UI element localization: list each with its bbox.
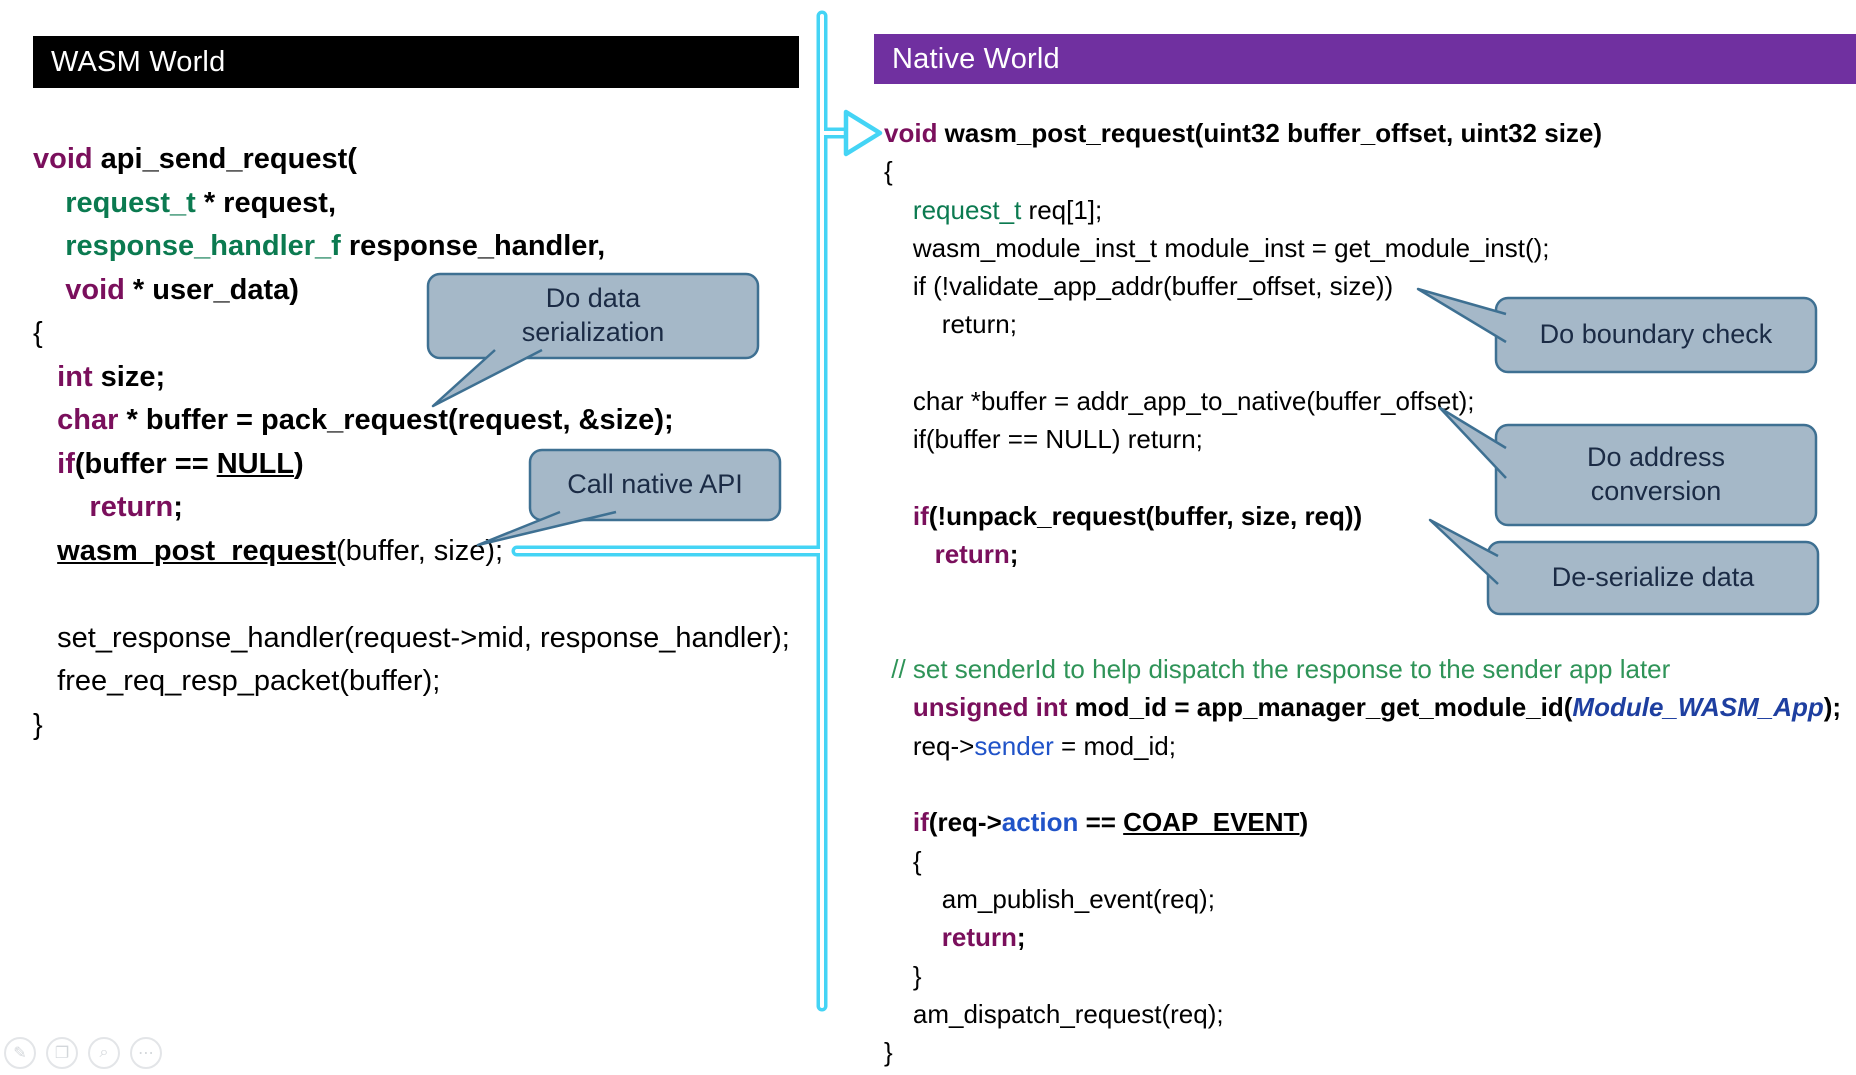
code-line: return; <box>884 309 1017 340</box>
code-line: request_t * request, <box>65 186 336 219</box>
callout-de-serialize-data-label: De-serialize data <box>1551 562 1755 593</box>
code-line: void * user_data) <box>65 273 299 306</box>
native-code-block: void wasm_post_request(uint32 buffer_off… <box>884 114 1841 1071</box>
code-line: am_publish_event(req); <box>884 883 1215 914</box>
code-line: unsigned int mod_id = app_manager_get_mo… <box>912 692 1842 723</box>
code-line: if(!unpack_request(buffer, size, req)) <box>912 500 1363 531</box>
callout-call-native-api-label: Call native API <box>567 469 743 500</box>
code-line: // set senderId to help dispatch the res… <box>884 654 1671 685</box>
code-line: request_t req[1]; <box>912 194 1103 225</box>
code-line: wasm_post_request(buffer, size); <box>57 534 504 567</box>
wasm-world-title: WASM World <box>51 45 226 78</box>
code-line: } <box>33 708 43 741</box>
code-line: } <box>884 960 922 991</box>
code-line: if(req->action == COAP_EVENT) <box>912 807 1309 838</box>
code-line: { <box>884 156 893 187</box>
wasm-world-header: WASM World <box>33 36 799 88</box>
code-line: wasm_module_inst_t module_inst = get_mod… <box>884 232 1550 263</box>
code-line: void wasm_post_request(uint32 buffer_off… <box>884 118 1603 148</box>
code-line: return; <box>89 491 183 523</box>
code-line: char * buffer = pack_request(request, &s… <box>57 404 674 436</box>
code-line: response_handler_f response_handler, <box>65 230 606 262</box>
code-line: } <box>884 1037 893 1068</box>
callout-do-data-serialization-label: Do data serialization <box>521 283 665 347</box>
code-line: int size; <box>57 360 166 393</box>
code-line <box>33 573 790 617</box>
slides-icon[interactable]: ❐ <box>46 1037 78 1069</box>
code-line <box>884 765 1841 803</box>
native-world-header: Native World <box>874 34 1856 84</box>
presenter-toolbar: ✎ ❐ ⌕ ⋯ <box>4 1037 162 1069</box>
code-line: if(buffer == NULL) return; <box>884 424 1203 455</box>
code-line: return; <box>934 539 1019 570</box>
code-line <box>884 612 1841 650</box>
code-line: { <box>33 317 43 349</box>
code-line: req->sender = mod_id; <box>884 730 1176 761</box>
callout-do-boundary-check-label: Do boundary check <box>1539 319 1773 350</box>
wasm-code-block: void api_send_request( request_t * reque… <box>33 138 790 747</box>
code-line: { <box>884 845 922 876</box>
code-line: if (!validate_app_addr(buffer_offset, si… <box>884 271 1394 302</box>
native-world-title: Native World <box>892 42 1060 75</box>
code-line: return; <box>941 922 1026 953</box>
more-icon[interactable]: ⋯ <box>130 1037 162 1069</box>
code-line: set_response_handler(request->mid, respo… <box>33 621 790 654</box>
code-line: char *buffer = addr_app_to_native(buffer… <box>884 386 1475 417</box>
code-line: void api_send_request( <box>33 143 357 175</box>
zoom-icon[interactable]: ⌕ <box>88 1037 120 1069</box>
code-line: if(buffer == NULL) <box>57 447 304 480</box>
callout-do-address-conversion-label: Do address conversion <box>1586 442 1726 506</box>
arrowhead-icon <box>843 109 883 157</box>
code-line: am_dispatch_request(req); <box>884 998 1224 1029</box>
code-line: free_req_resp_packet(buffer); <box>33 665 441 697</box>
pen-icon[interactable]: ✎ <box>4 1037 36 1069</box>
